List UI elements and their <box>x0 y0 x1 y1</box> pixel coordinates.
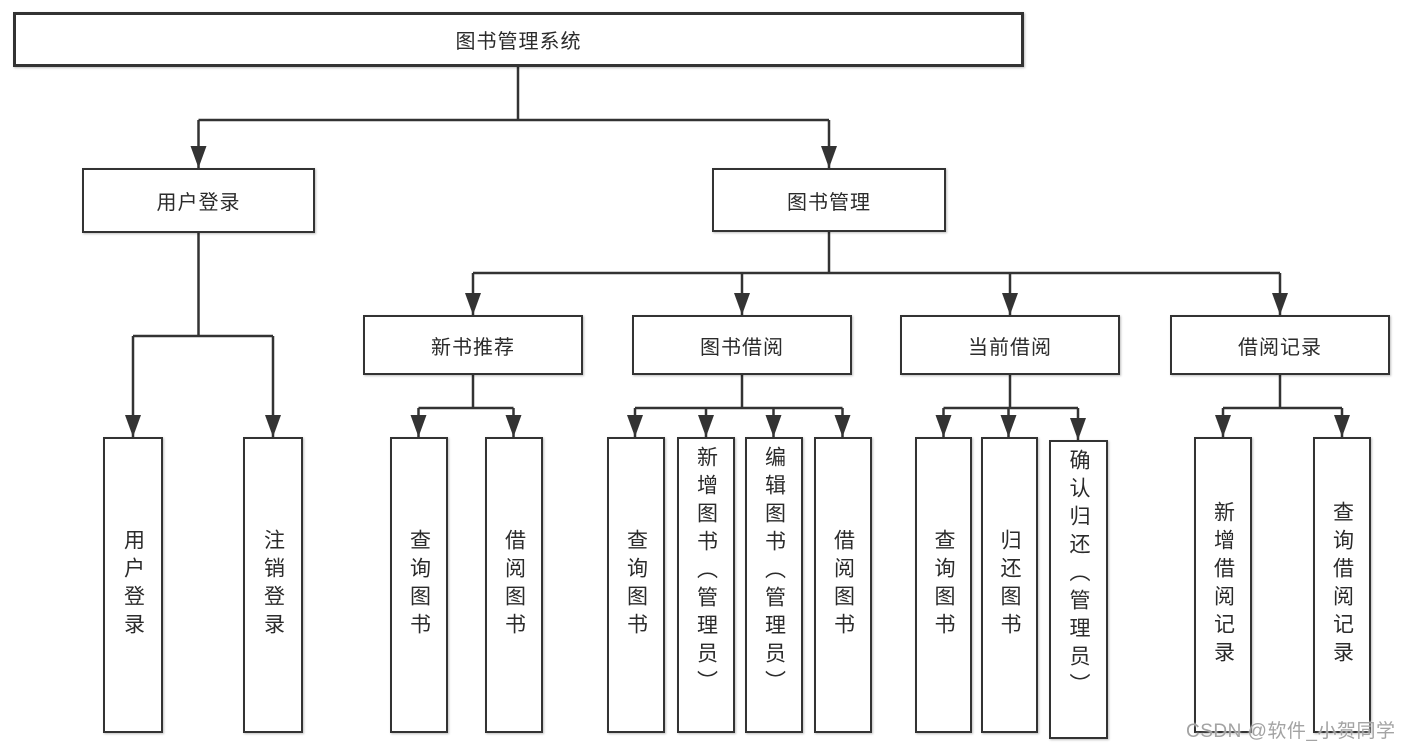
arrowhead <box>190 146 207 168</box>
leaf-borrow-books-borrowing-label: 借阅图书 <box>831 529 855 641</box>
node-new-book-recommendation: 新书推荐 <box>363 315 583 375</box>
node-library-system-label: 图书管理系统 <box>455 31 582 53</box>
connector-current-borrowing <box>942 375 1080 440</box>
leaf-logout-label: 注销登录 <box>261 529 285 641</box>
node-book-borrowing: 图书借阅 <box>632 315 852 375</box>
leaf-return-books: 归还图书 <box>981 437 1038 733</box>
leaf-add-book-admin: 新增图书（管理员） <box>677 437 735 733</box>
connector-root-trunk <box>197 67 831 168</box>
arrowhead <box>765 415 782 437</box>
leaf-edit-book-admin: 编辑图书（管理员） <box>745 437 803 733</box>
arrowhead <box>698 415 714 437</box>
arrowhead <box>627 415 643 437</box>
leaf-query-books-borrowing-label: 查询图书 <box>624 529 648 641</box>
leaf-borrow-books-recommend-label: 借阅图书 <box>502 529 526 641</box>
arrowhead <box>821 146 837 168</box>
arrowhead <box>1002 293 1018 315</box>
arrowhead <box>834 415 851 437</box>
connector-new-book <box>417 375 515 437</box>
arrowhead <box>125 415 141 437</box>
node-user-login: 用户登录 <box>82 168 315 233</box>
connector-user-login <box>131 233 275 437</box>
leaf-query-borrow-record-label: 查询借阅记录 <box>1330 501 1354 669</box>
leaf-add-book-admin-label: 新增图书（管理员） <box>694 446 718 698</box>
leaf-add-borrow-record: 新增借阅记录 <box>1194 437 1252 733</box>
node-book-management: 图书管理 <box>712 168 946 232</box>
leaf-borrow-books-recommend: 借阅图书 <box>485 437 543 733</box>
leaf-query-books-recommend: 查询图书 <box>390 437 448 733</box>
node-library-system: 图书管理系统 <box>13 12 1024 67</box>
leaf-confirm-return-admin-label: 确认归还（管理员） <box>1067 449 1090 701</box>
node-current-borrowing-label: 当前借阅 <box>968 336 1052 359</box>
node-current-borrowing: 当前借阅 <box>900 315 1120 375</box>
leaf-query-books-recommend-label: 查询图书 <box>407 529 431 641</box>
leaf-query-books-current: 查询图书 <box>915 437 972 733</box>
arrowhead <box>734 293 750 315</box>
leaf-edit-book-admin-label: 编辑图书（管理员） <box>762 446 786 698</box>
connector-borrow-records <box>1221 375 1344 437</box>
arrowhead <box>265 415 281 437</box>
connector-book-borrowing <box>633 375 844 437</box>
arrowhead <box>935 415 952 437</box>
leaf-query-books-borrowing: 查询图书 <box>607 437 665 733</box>
arrowhead <box>1215 415 1231 437</box>
arrowhead <box>1070 418 1086 440</box>
csdn-watermark: CSDN @软件_小贺同学 <box>1186 721 1396 742</box>
arrowhead <box>1272 293 1288 315</box>
node-new-book-recommendation-label: 新书推荐 <box>431 336 515 359</box>
leaf-query-borrow-record: 查询借阅记录 <box>1313 437 1371 733</box>
node-book-management-label: 图书管理 <box>787 191 871 214</box>
connector-book-management <box>471 232 1282 315</box>
arrowhead <box>465 293 481 315</box>
leaf-confirm-return-admin: 确认归还（管理员） <box>1049 440 1108 739</box>
arrowhead <box>505 415 522 437</box>
leaf-query-books-current-label: 查询图书 <box>932 529 955 641</box>
node-user-login-label: 用户登录 <box>156 192 241 214</box>
arrowhead <box>1334 415 1350 437</box>
leaf-user-login: 用户登录 <box>103 437 163 733</box>
node-borrowing-records-label: 借阅记录 <box>1238 336 1322 359</box>
leaf-add-borrow-record-label: 新增借阅记录 <box>1211 501 1235 669</box>
arrowhead <box>410 415 427 437</box>
node-borrowing-records: 借阅记录 <box>1170 315 1390 375</box>
leaf-logout: 注销登录 <box>243 437 303 733</box>
leaf-borrow-books-borrowing: 借阅图书 <box>814 437 872 733</box>
node-book-borrowing-label: 图书借阅 <box>700 336 784 359</box>
leaf-user-login-label: 用户登录 <box>121 529 145 641</box>
leaf-return-books-label: 归还图书 <box>998 529 1021 641</box>
arrowhead <box>1000 415 1017 437</box>
